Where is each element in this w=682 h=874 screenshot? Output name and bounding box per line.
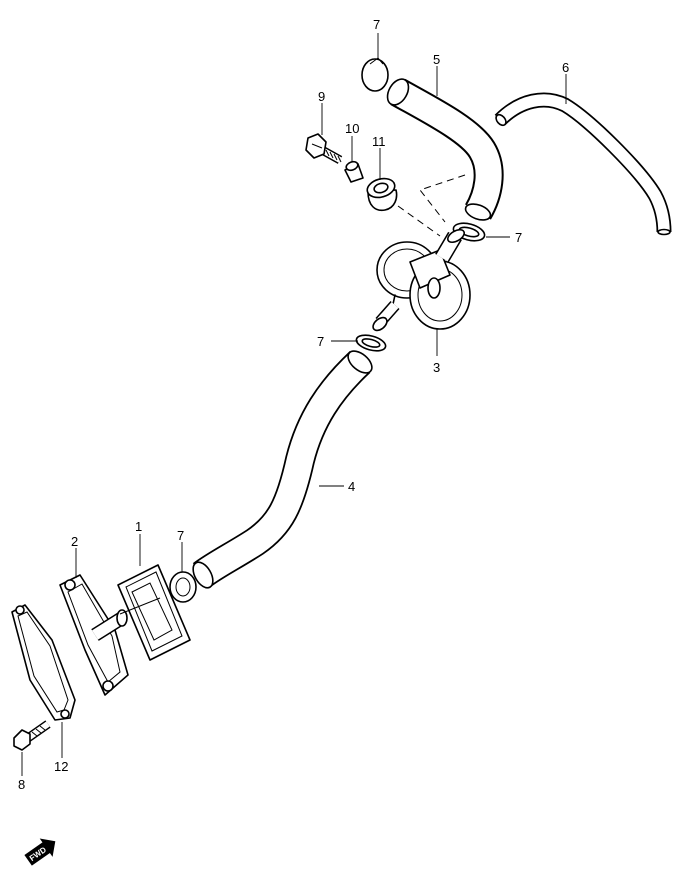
forward-arrow-icon: FWD — [24, 838, 56, 866]
leader-lines — [21, 33, 567, 776]
part-5-hose — [386, 78, 504, 221]
callout-7-right: 7 — [515, 230, 522, 245]
callout-10: 10 — [345, 121, 359, 136]
callout-6: 6 — [562, 60, 569, 75]
callout-4: 4 — [348, 479, 355, 494]
callout-7-mid: 7 — [317, 334, 324, 349]
part-11-plug — [366, 177, 398, 212]
callout-5: 5 — [433, 52, 440, 67]
callout-12: 12 — [54, 759, 68, 774]
part-8-bolt — [13, 720, 51, 751]
assembly-line-plug11 — [397, 205, 441, 237]
callout-11: 11 — [372, 134, 386, 149]
part-6-hose — [494, 92, 672, 236]
callout-8: 8 — [18, 777, 25, 792]
callout-7-low: 7 — [177, 528, 184, 543]
part-9-bolt — [305, 133, 343, 164]
part-7-clamp-top — [361, 57, 389, 92]
callout-1: 1 — [135, 519, 142, 534]
part-10-cap — [344, 160, 364, 183]
callout-3: 3 — [433, 360, 440, 375]
part-1-gasket — [117, 564, 191, 661]
part-2-reed-valve — [59, 574, 161, 696]
part-7-clamp-low — [169, 571, 197, 603]
part-3-valve — [372, 228, 471, 332]
part-12-cover — [11, 604, 76, 721]
callout-9: 9 — [318, 89, 325, 104]
callout-7-top: 7 — [373, 17, 380, 32]
part-7-clamp-mid — [355, 334, 387, 352]
part-4-hose — [192, 350, 373, 589]
callout-2: 2 — [71, 534, 78, 549]
assembly-line-hose5 — [419, 174, 466, 223]
